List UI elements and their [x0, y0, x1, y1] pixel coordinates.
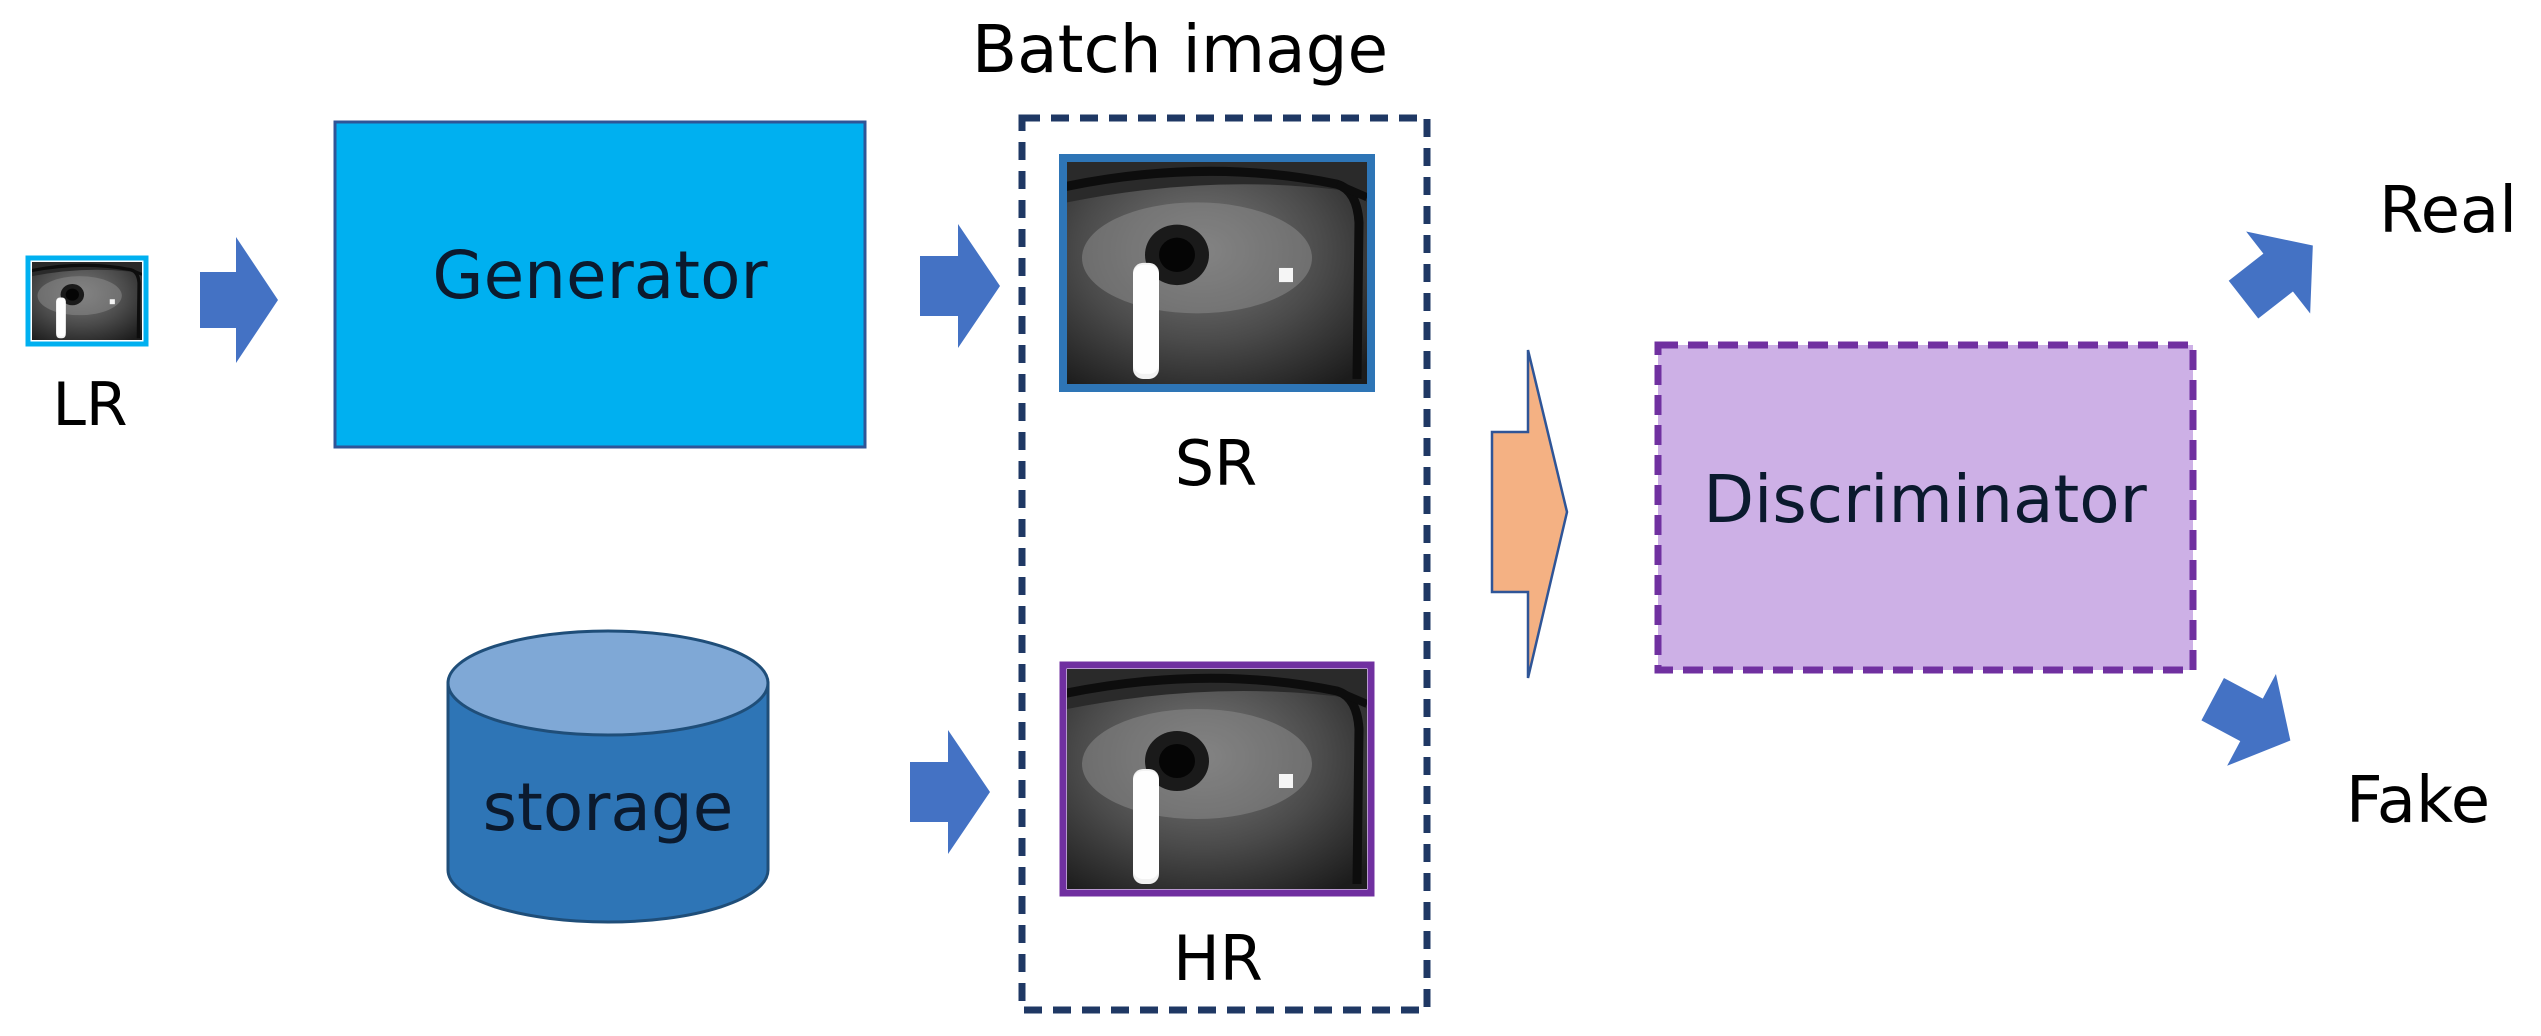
batch-image-box — [1018, 114, 1431, 1014]
arrow-lr-to-generator — [200, 237, 278, 363]
hr-label: HR — [1173, 922, 1263, 995]
discriminator-label: Discriminator — [1703, 461, 2147, 538]
batch-title: Batch image — [972, 11, 1388, 88]
hr-eye-photo — [1062, 669, 1367, 889]
hr-image — [1059, 661, 1375, 897]
generator-label: Generator — [432, 237, 768, 314]
storage-label: storage — [483, 769, 734, 846]
real-label: Real — [2379, 174, 2517, 248]
arrow-to-real — [2228, 231, 2313, 319]
storage-top — [446, 629, 770, 737]
arrow-batch-to-discriminator — [1490, 349, 1569, 679]
lr-eye-photo — [30, 262, 142, 340]
fake-label: Fake — [2346, 764, 2490, 838]
sr-label: SR — [1175, 427, 1257, 500]
lr-label: LR — [52, 370, 127, 440]
discriminator-box — [1654, 341, 2197, 674]
arrow-to-fake — [2201, 673, 2291, 766]
storage-cylinder — [446, 629, 770, 924]
generator-box — [333, 120, 867, 449]
arrow-generator-to-sr — [920, 224, 1000, 348]
sr-image — [1059, 154, 1375, 392]
lr-image — [25, 255, 149, 347]
arrow-storage-to-hr — [910, 730, 990, 854]
sr-eye-photo — [1062, 162, 1367, 384]
